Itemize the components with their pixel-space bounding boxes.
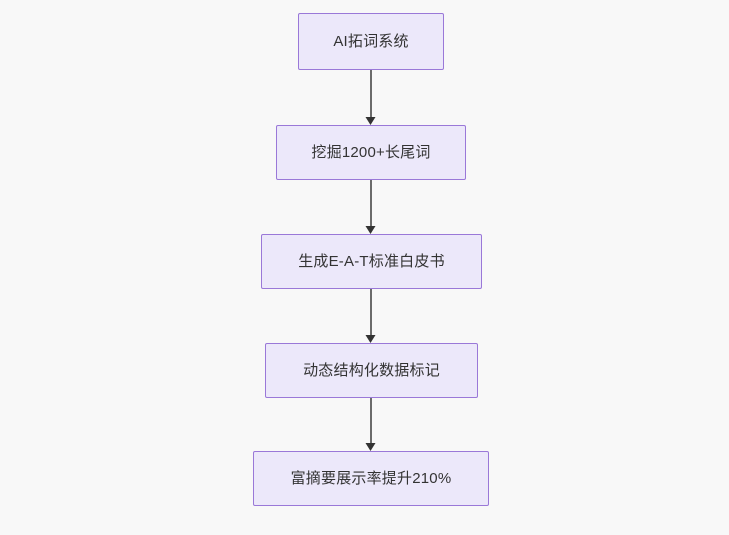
arrowhead-icon — [365, 226, 376, 234]
edge-line — [370, 289, 372, 335]
flow-node-label: AI拓词系统 — [333, 32, 409, 50]
flow-node-generate-eat-whitepaper[interactable]: 生成E-A-T标准白皮书 — [261, 234, 482, 289]
flow-node-dynamic-structured-data-markup[interactable]: 动态结构化数据标记 — [265, 343, 478, 398]
edge-line — [370, 180, 372, 226]
flow-node-label: 挖掘1200+长尾词 — [311, 143, 431, 161]
flow-node-ai-keyword-system[interactable]: AI拓词系统 — [298, 13, 444, 70]
arrowhead-icon — [365, 335, 376, 343]
flow-node-label: 生成E-A-T标准白皮书 — [298, 252, 445, 270]
flow-node-rich-snippet-rate-increase[interactable]: 富摘要展示率提升210% — [253, 451, 489, 506]
flow-node-mine-longtail-keywords[interactable]: 挖掘1200+长尾词 — [276, 125, 466, 180]
edge-line — [370, 70, 372, 117]
arrowhead-icon — [365, 443, 376, 451]
flow-node-label: 富摘要展示率提升210% — [290, 469, 452, 487]
arrowhead-icon — [365, 117, 376, 125]
flow-node-label: 动态结构化数据标记 — [303, 361, 440, 379]
edge-line — [370, 398, 372, 443]
